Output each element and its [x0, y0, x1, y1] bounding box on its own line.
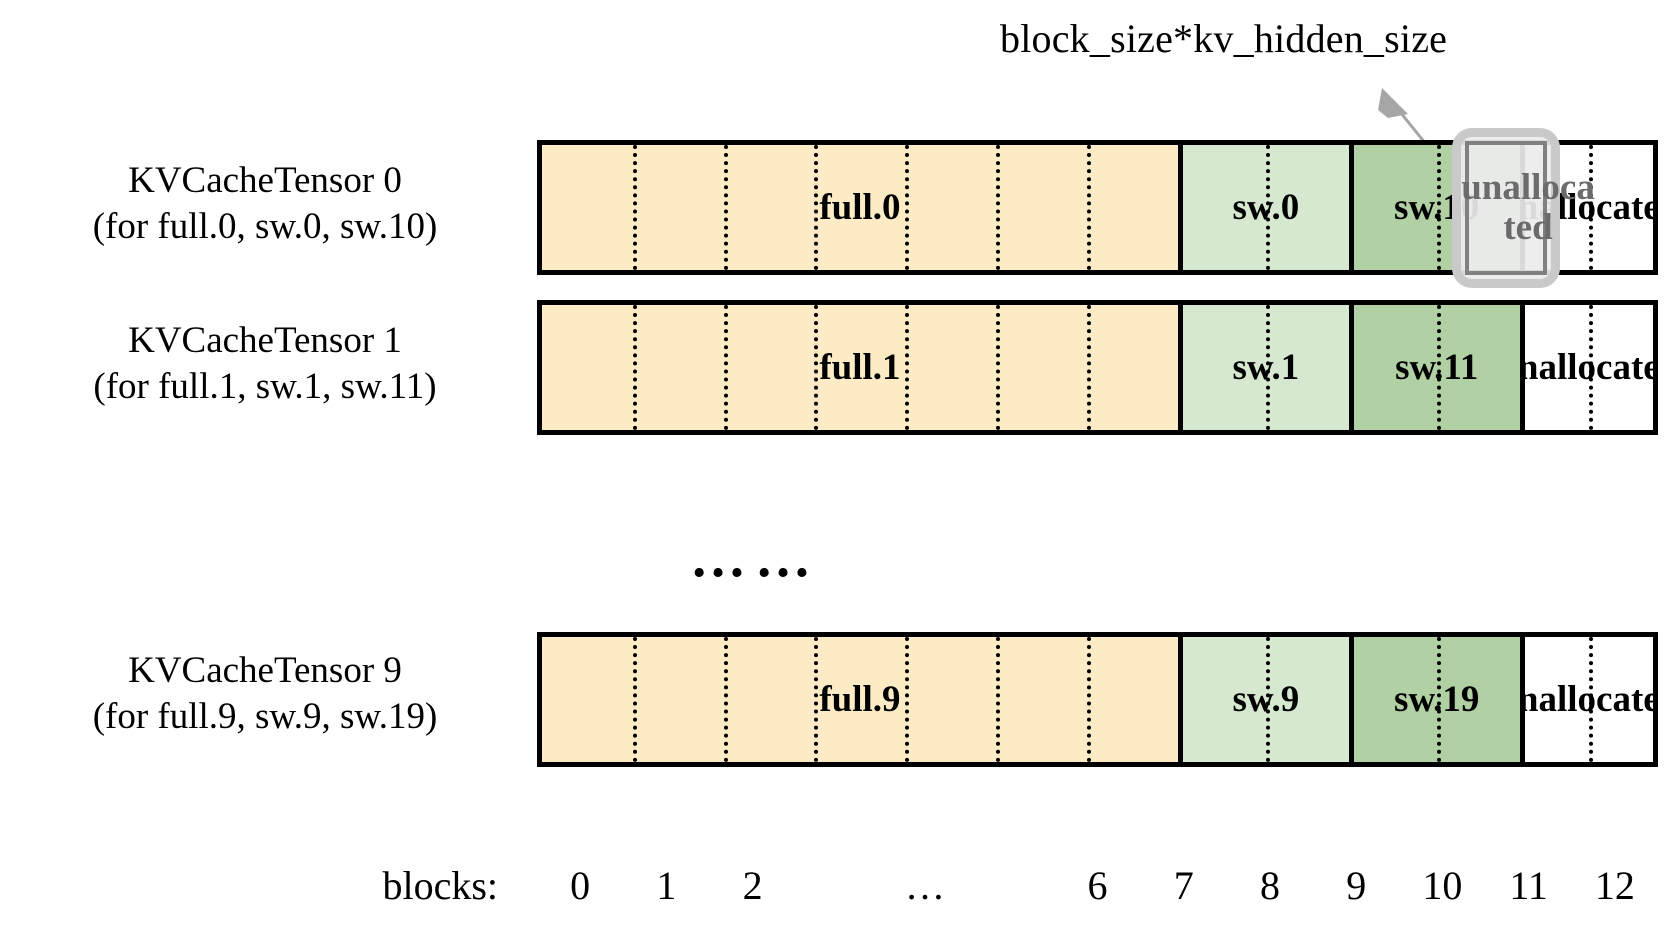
row-label-1-line1: KVCacheTensor 1: [128, 320, 402, 361]
row-label-2: KVCacheTensor 9 (for full.9, sw.9, sw.19…: [30, 648, 500, 740]
row-label-2-line1: KVCacheTensor 9: [128, 650, 402, 691]
sw-dark-segment-2-label: sw.19: [1394, 678, 1480, 720]
highlight-inner-border: [1465, 141, 1547, 275]
sw-light-segment-0-label: sw.0: [1232, 186, 1300, 228]
full-segment-0-label: full.0: [819, 186, 901, 228]
blocks-axis-tick-8: 8: [1259, 863, 1280, 908]
full-segment-2[interactable]: full.9: [542, 637, 1183, 762]
blocks-axis-title: blocks:: [382, 863, 498, 908]
blocks-axis-tick-1: 1: [656, 863, 677, 908]
blocks-axis-tick-ellipsis: …: [905, 863, 946, 908]
full-segment-2-label: full.9: [819, 678, 901, 720]
row-label-0-line1: KVCacheTensor 0: [128, 160, 402, 201]
sw-light-segment-1[interactable]: sw.1: [1182, 305, 1354, 430]
blocks-axis-tick-12: 12: [1594, 863, 1635, 908]
rows-ellipsis: ……: [690, 527, 820, 589]
sw-light-segment-0[interactable]: sw.0: [1182, 145, 1354, 270]
row-label-2-line2: (for full.9, sw.9, sw.19): [92, 696, 438, 737]
full-segment-0[interactable]: full.0: [542, 145, 1183, 270]
blocks-axis-tick-2: 2: [742, 863, 763, 908]
highlight-block-label: unalloca ted: [1461, 168, 1595, 248]
blocks-axis-tick-10: 10: [1422, 863, 1463, 908]
annotation-label: block_size*kv_hidden_size: [1000, 16, 1448, 61]
blocks-axis-tick-0: 0: [570, 863, 591, 908]
blocks-axis-tick-11: 11: [1509, 863, 1548, 908]
sw-dark-segment-2[interactable]: sw.19: [1353, 637, 1525, 762]
sw-light-segment-2-label: sw.9: [1232, 678, 1300, 720]
row-label-0: KVCacheTensor 0 (for full.0, sw.0, sw.10…: [30, 158, 500, 250]
highlight-block-label-line1: unalloca: [1461, 167, 1595, 208]
full-segment-1-label: full.1: [819, 346, 901, 388]
row-label-1-line2: (for full.1, sw.1, sw.11): [93, 366, 437, 407]
sw-dark-segment-1[interactable]: sw.11: [1353, 305, 1525, 430]
full-segment-1[interactable]: full.1: [542, 305, 1183, 430]
blocks-axis-tick-9: 9: [1346, 863, 1367, 908]
sw-dark-segment-1-label: sw.11: [1395, 346, 1479, 388]
sw-light-segment-1-label: sw.1: [1232, 346, 1300, 388]
blocks-axis-tick-6: 6: [1087, 863, 1108, 908]
blocks-axis-tick-7: 7: [1173, 863, 1194, 908]
sw-light-segment-2[interactable]: sw.9: [1182, 637, 1354, 762]
highlight-block-overlay[interactable]: unalloca ted: [1452, 128, 1595, 288]
row-label-0-line2: (for full.0, sw.0, sw.10): [92, 206, 438, 247]
row-label-1: KVCacheTensor 1 (for full.1, sw.1, sw.11…: [30, 318, 500, 410]
highlight-block-label-line2: ted: [1503, 207, 1553, 248]
